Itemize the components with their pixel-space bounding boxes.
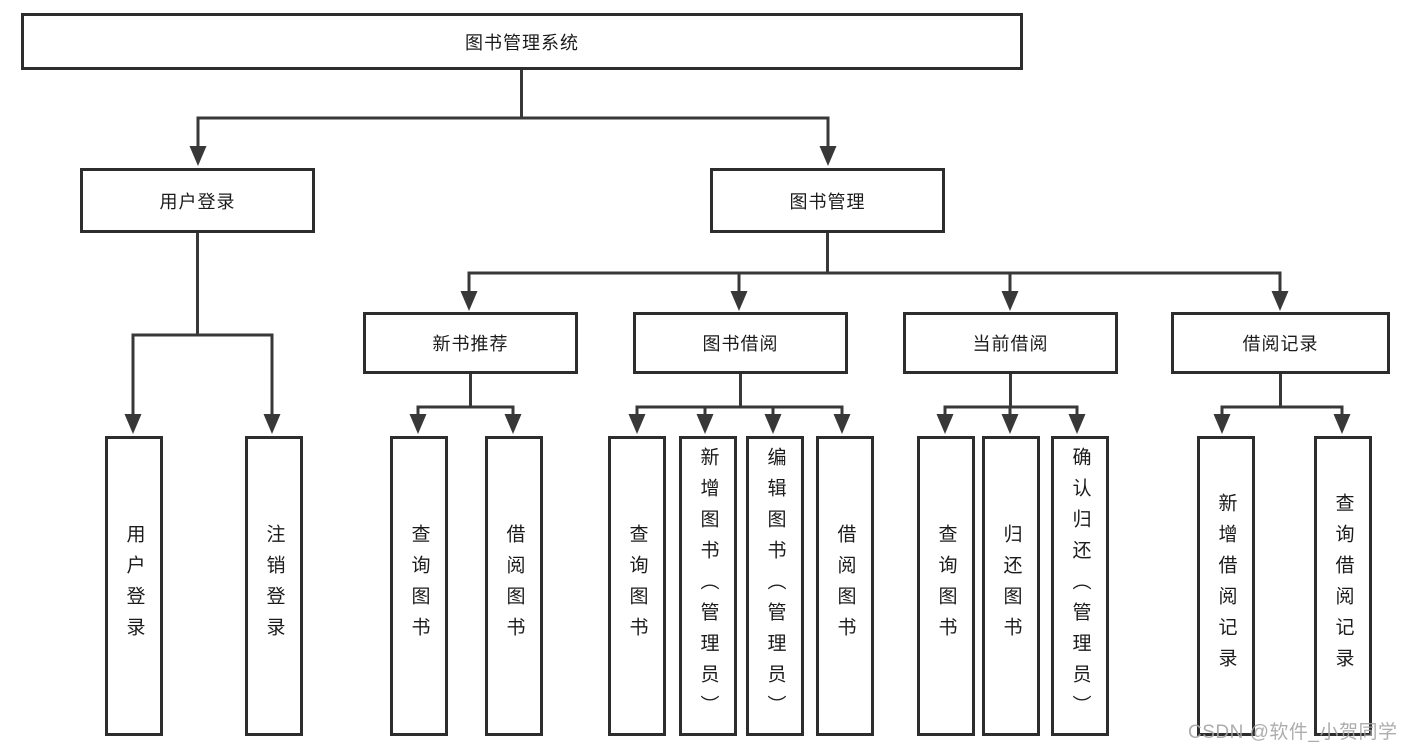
arrow-down-icon — [696, 414, 714, 434]
leaf-user-login: 用户登录 — [105, 436, 163, 736]
arrow-down-icon — [628, 414, 646, 434]
arrow-down-icon — [730, 291, 748, 311]
node-label: 编辑图书（管理员） — [764, 446, 786, 726]
node-label: 新增图书（管理员） — [697, 446, 719, 726]
node-label: 借阅图书 — [503, 524, 525, 648]
node-user-login: 用户登录 — [80, 168, 315, 233]
leaf-query-book-recommend: 查询图书 — [390, 436, 448, 736]
node-label: 借阅记录 — [1242, 334, 1319, 354]
arrow-down-icon — [1068, 414, 1086, 434]
node-label: 查询图书 — [935, 524, 957, 648]
arrowhead-group — [124, 146, 1351, 434]
leaf-query-book-borrow: 查询图书 — [608, 436, 666, 736]
arrow-down-icon — [936, 414, 954, 434]
arrow-down-icon — [1001, 291, 1019, 311]
node-book-management: 图书管理 — [710, 168, 945, 233]
node-book-borrow: 图书借阅 — [633, 312, 848, 374]
node-label: 图书管理系统 — [465, 32, 579, 53]
node-label: 归还图书 — [1000, 524, 1022, 648]
arrow-down-icon — [764, 414, 782, 434]
node-root-library-system: 图书管理系统 — [21, 13, 1023, 70]
leaf-edit-book-admin: 编辑图书（管理员） — [746, 436, 804, 736]
node-label: 用户登录 — [123, 524, 145, 648]
leaf-return-book: 归还图书 — [982, 436, 1040, 736]
arrow-down-icon — [819, 146, 837, 166]
node-label: 当前借阅 — [972, 334, 1049, 354]
csdn-watermark: CSDN @软件_小贺同学 — [1188, 722, 1398, 743]
arrow-down-icon — [124, 414, 142, 434]
node-label: 图书借阅 — [702, 334, 779, 354]
node-label: 图书管理 — [789, 191, 866, 212]
arrow-down-icon — [460, 291, 478, 311]
node-label: 新增借阅记录 — [1215, 493, 1237, 679]
arrow-down-icon — [1001, 414, 1019, 434]
node-current-borrow: 当前借阅 — [903, 312, 1118, 374]
arrow-down-icon — [189, 146, 207, 166]
leaf-add-book-admin: 新增图书（管理员） — [679, 436, 737, 736]
node-label: 注销登录 — [263, 524, 285, 648]
node-label: 用户登录 — [159, 191, 236, 212]
node-label: 借阅图书 — [834, 524, 856, 648]
arrow-down-icon — [263, 414, 281, 434]
leaf-borrow-book: 借阅图书 — [816, 436, 874, 736]
leaf-logout: 注销登录 — [245, 436, 303, 736]
leaf-confirm-return-admin: 确认归还（管理员） — [1051, 436, 1109, 736]
arrow-down-icon — [1213, 414, 1231, 434]
node-borrow-records: 借阅记录 — [1171, 312, 1390, 374]
arrow-down-icon — [1333, 414, 1351, 434]
leaf-borrow-book-recommend: 借阅图书 — [485, 436, 543, 736]
node-label: 查询图书 — [408, 524, 430, 648]
leaf-query-borrow-record: 查询借阅记录 — [1314, 436, 1372, 736]
leaf-add-borrow-record: 新增借阅记录 — [1197, 436, 1255, 736]
arrow-down-icon — [833, 414, 851, 434]
leaf-query-book-current: 查询图书 — [917, 436, 975, 736]
arrow-down-icon — [504, 414, 522, 434]
node-label: 查询借阅记录 — [1332, 493, 1354, 679]
node-label: 确认归还（管理员） — [1069, 446, 1091, 726]
node-new-book-recommend: 新书推荐 — [363, 312, 578, 374]
node-label: 查询图书 — [626, 524, 648, 648]
arrow-down-icon — [409, 414, 427, 434]
arrow-down-icon — [1271, 291, 1289, 311]
node-label: 新书推荐 — [432, 334, 509, 354]
